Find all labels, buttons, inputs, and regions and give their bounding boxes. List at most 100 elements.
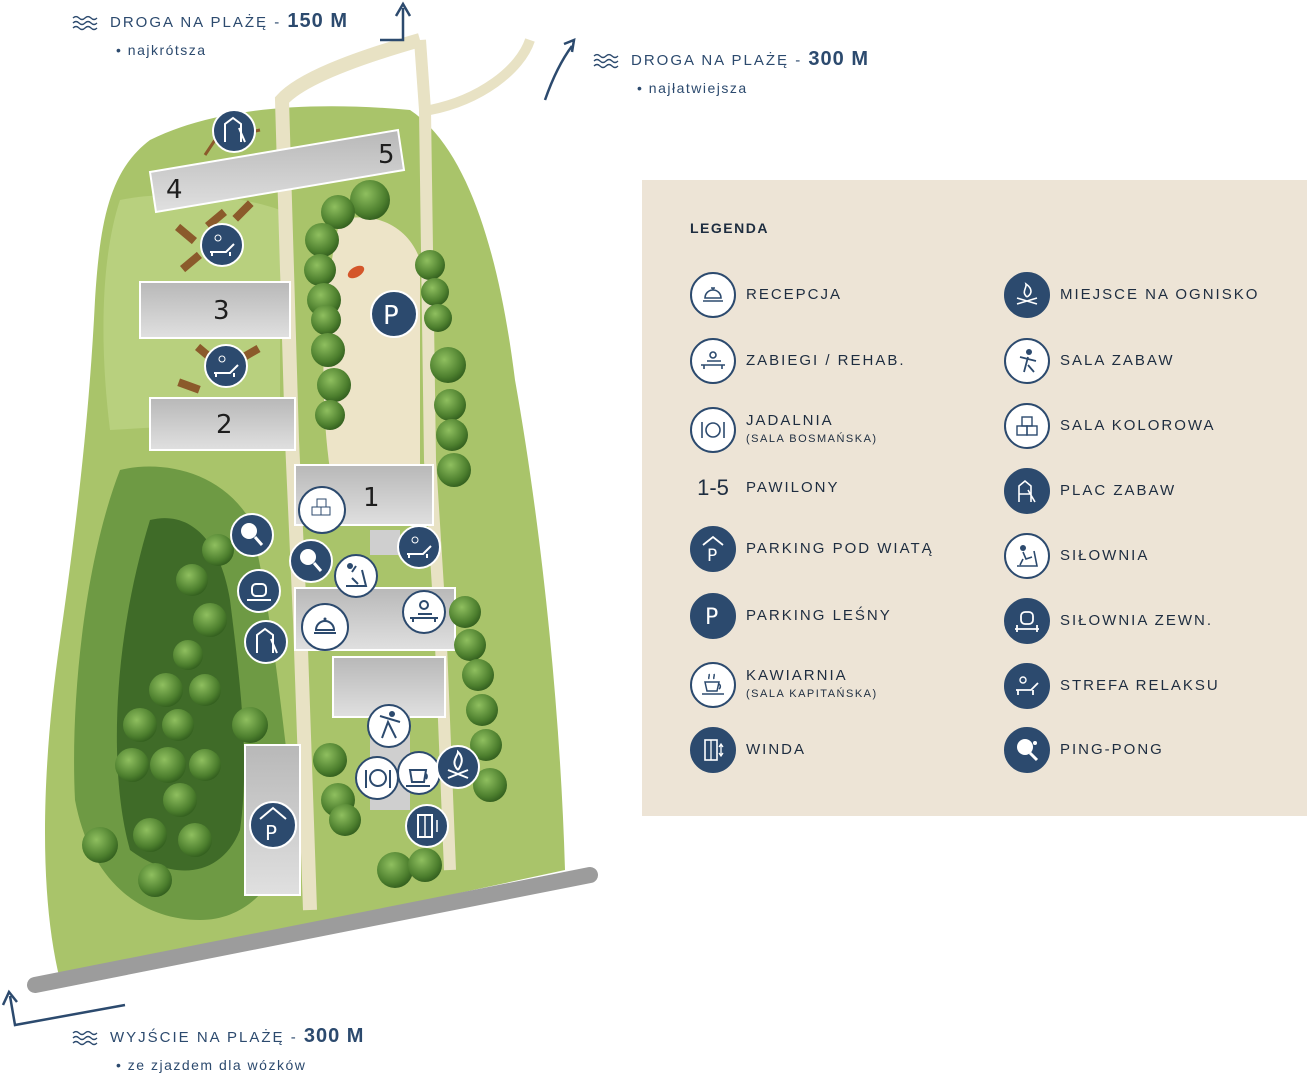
ping-pong-icon [1004,727,1050,773]
reception-marker[interactable] [301,603,349,651]
route-note: • ze zjazdem dla wózków [116,1057,307,1073]
legend-label: STREFA RELAKSU [1060,677,1220,694]
legend-item-treatments: ZABIEGI / REHAB. [690,337,906,385]
blocks-icon [1004,403,1050,449]
massage-marker[interactable] [402,590,446,634]
forest-parking-marker[interactable]: P [370,290,418,338]
legend-label: MIEJSCE NA OGNISKO [1060,286,1260,303]
sunbed-marker-north[interactable] [200,223,244,267]
route-top-left: DROGA NA PLAŻĘ - 150 m • najkrótsza [72,10,348,58]
covered-parking-icon: P [690,526,736,572]
playroom-marker[interactable] [367,704,411,748]
waves-icon [72,1030,98,1046]
legend-label: PARKING POD WIATĄ [746,540,934,557]
route-distance: 150 m [287,10,348,32]
legend-label: KAWIARNIA [746,667,848,684]
pavilion-range: 1-5 [697,475,729,500]
pavilion-2-building [149,397,296,451]
pavilion-5-building [148,128,406,214]
plate-cutlery-icon [690,407,736,453]
route-note: • najkrótsza [116,42,207,58]
route-distance: 300 m [303,1025,365,1047]
pavilion-number-4: 4 [166,175,183,205]
sunbed-marker-east[interactable] [397,525,441,569]
outdoor-gym-marker[interactable] [237,569,281,613]
legend-label: PING-PONG [1060,741,1164,758]
legend-item-cafe: KAWIARNIA (SALA KAPITAŃSKA) [690,661,878,709]
pavilion-number-1: 1 [363,483,380,513]
elevator-icon [690,727,736,773]
ping-pong-marker-west[interactable] [230,513,274,557]
legend-label: WINDA [746,741,806,758]
parking-icon: P [690,593,736,639]
site-map: 5 4 3 2 1 P P [1,1,598,1027]
legend-sublabel: (SALA KAPITAŃSKA) [746,688,878,700]
campfire-marker[interactable] [436,745,480,789]
reception-bell-icon [690,272,736,318]
trees [82,180,507,897]
legend-label: PLAC ZABAW [1060,482,1177,499]
legend-item-dining: JADALNIA (SALA BOSMAŃSKA) [690,406,878,454]
legend-label: PAWILONY [746,479,840,496]
legend-item-covered-parking: P PARKING POD WIATĄ [690,525,934,573]
campfire-icon [1004,272,1050,318]
route-distance: 300 m [808,48,869,70]
pavilion-number-3: 3 [213,296,230,326]
gym-icon [1004,533,1050,579]
svg-text:P: P [707,546,717,563]
legend-sublabel: (SALA BOSMAŃSKA) [746,433,878,445]
color-room-marker[interactable] [298,486,346,534]
route-label: DROGA NA PLAŻĘ - [110,14,282,31]
sunbed-icon [1004,663,1050,709]
legend-item-elevator: WINDA [690,726,806,774]
road [27,867,598,993]
svg-text:P: P [705,605,718,629]
legend-item-playroom: SALA ZABAW [1004,337,1174,385]
elevator-marker[interactable] [405,804,449,848]
playroom-icon [1004,338,1050,384]
legend-item-campfire: MIEJSCE NA OGNISKO [1004,271,1259,319]
legend-label: ZABIEGI / REHAB. [746,352,906,369]
legend-panel: LEGENDA RECEPCJA ZABIEGI / REHAB. JADALN… [642,180,1307,816]
pavilion-number-5: 5 [378,140,395,170]
legend-label: RECEPCJA [746,286,843,303]
legend-label: PARKING LEŚNY [746,607,892,624]
forest-parking-area [323,217,420,470]
cafe-marker[interactable] [397,751,441,795]
legend-label: JADALNIA [746,412,834,429]
waves-icon [72,15,98,31]
legend-item-color-room: SALA KOLOROWA [1004,402,1216,450]
legend-label: SALA KOLOROWA [1060,417,1216,434]
route-bottom: WYJŚCIE NA PLAŻĘ - 300 m • ze zjazdem dl… [72,1025,364,1073]
svg-text:P: P [383,301,399,331]
legend-item-outdoor-gym: SIŁOWNIA ZEWN. [1004,597,1213,645]
legend-item-pavilions: 1-5 PAWILONY [690,464,840,512]
sunbed-marker-middle[interactable] [204,344,248,388]
covered-parking-marker[interactable]: P [249,801,297,849]
playground-icon [1004,468,1050,514]
route-note: • najłatwiejsza [637,80,748,96]
massage-icon [690,338,736,384]
legend-item-ping-pong: PING-PONG [1004,726,1164,774]
legend-item-forest-parking: P PARKING LEŚNY [690,592,892,640]
pavilion-3-building [139,281,291,339]
legend-label: SIŁOWNIA ZEWN. [1060,612,1214,629]
route-top-right: DROGA NA PLAŻĘ - 300 m • najłatwiejsza [593,48,869,96]
route-label: WYJŚCIE NA PLAŻĘ - [110,1029,298,1046]
legend-label: SALA ZABAW [1060,352,1175,369]
legend-item-reception: RECEPCJA [690,271,842,319]
legend-item-gym: SIŁOWNIA [1004,532,1149,580]
playground-marker[interactable] [212,109,256,153]
gym-marker[interactable] [334,554,378,598]
ping-pong-marker-center[interactable] [289,539,333,583]
dining-marker[interactable] [355,756,399,800]
playground-marker-west[interactable] [244,620,288,664]
legend-item-playground: PLAC ZABAW [1004,467,1176,515]
legend-item-relax-zone: STREFA RELAKSU [1004,662,1220,710]
arrow-150m [380,1,412,42]
pavilion-number-2: 2 [216,410,233,440]
arrow-exit [1,989,126,1027]
legend-label: SIŁOWNIA [1060,547,1150,564]
route-label: DROGA NA PLAŻĘ - [631,52,803,69]
legend-title: LEGENDA [690,220,769,236]
